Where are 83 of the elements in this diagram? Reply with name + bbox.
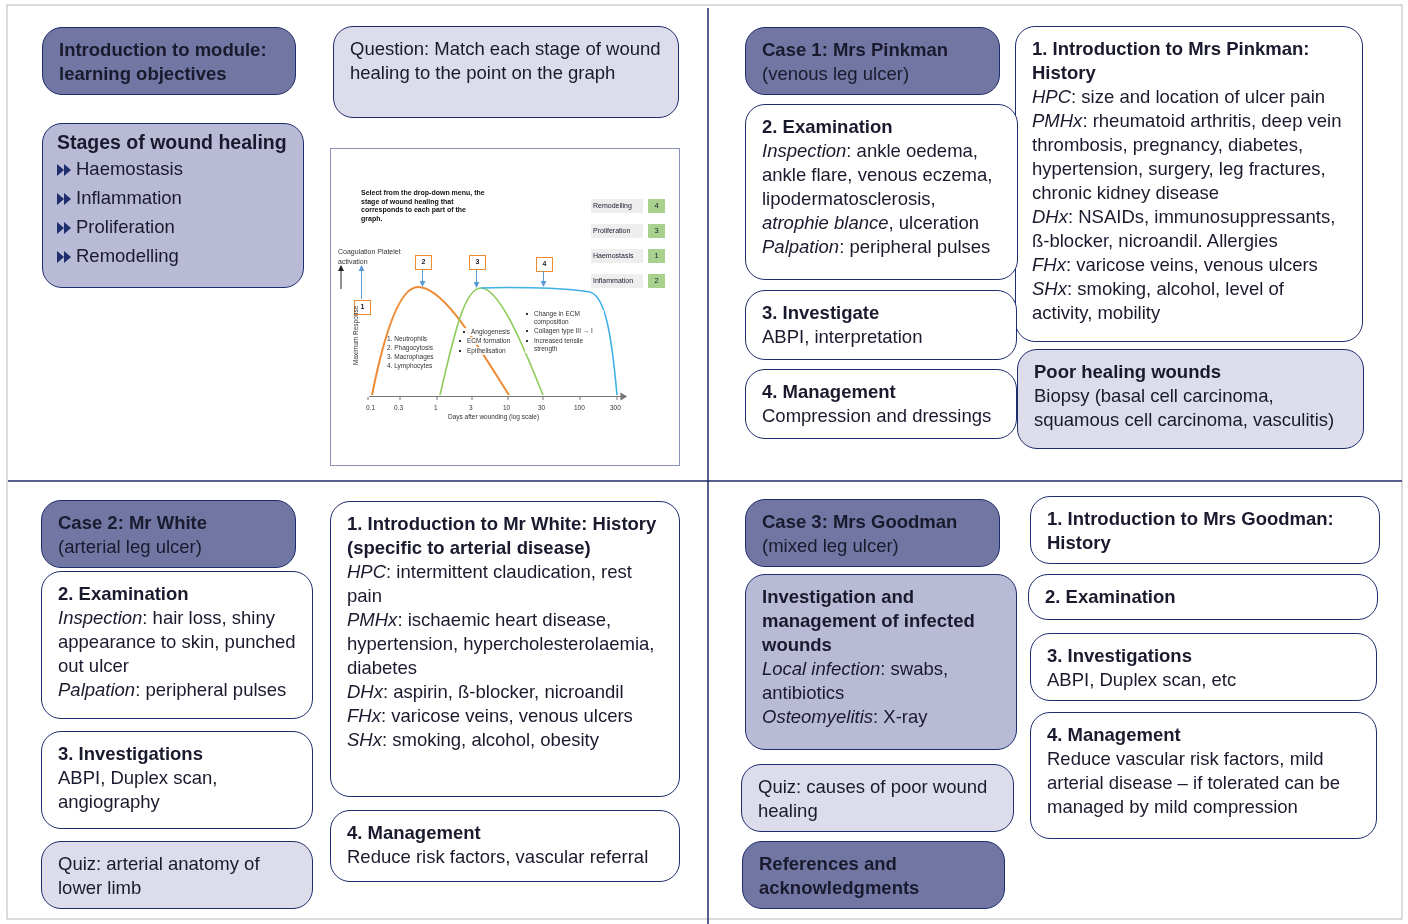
- info-card: [1030, 496, 1380, 564]
- card-text: Palpation: peripheral pulses: [58, 678, 288, 702]
- info-card: [41, 731, 313, 829]
- card-heading: 3. Investigate: [762, 301, 881, 325]
- info-card: [745, 290, 1017, 360]
- info-card: [1030, 633, 1377, 701]
- card-text: Osteomyelitis: X-ray: [762, 705, 929, 729]
- card-heading: 1. Introduction to Mr White: History (specific to arterial disease): [347, 512, 658, 560]
- list-item: Inflammation: [57, 183, 289, 212]
- card-heading: 4. Management: [1047, 723, 1182, 747]
- card-heading: Case 1: Mrs Pinkman: [762, 38, 950, 62]
- card-text: Reduce vascular risk factors, mild arterial disease – if tolerated can be managed by mild compression: [1047, 747, 1342, 819]
- card-text: (venous leg ulcer): [762, 62, 911, 86]
- card-text: DHx: aspirin, ß-blocker, nicroandil: [347, 680, 625, 704]
- arrow: [473, 268, 480, 288]
- card-text: Quiz: arterial anatomy of lower limb: [58, 852, 261, 900]
- info-card: [742, 841, 1005, 909]
- card-text: ABPI, Duplex scan, angiography: [58, 766, 219, 814]
- card-heading: 3. Investigations: [1047, 644, 1193, 668]
- card-heading: Stages of wound healing: [57, 130, 288, 154]
- card-text: Reduce risk factors, vascular referral: [347, 845, 650, 869]
- arrow: [338, 265, 344, 290]
- card-heading: Investigation and management of infected wounds: [762, 585, 976, 657]
- card-text: Inspection: hair loss, shiny appearance to skin, punched out ulcer: [58, 606, 297, 678]
- info-card: [745, 369, 1017, 439]
- card-text: Compression and dressings: [762, 404, 993, 428]
- card-heading: 3. Investigations: [58, 742, 204, 766]
- response-curve: [371, 286, 510, 396]
- card-text: HPC: intermittent claudication, rest pain: [347, 560, 633, 608]
- card-heading: References and acknowledgments: [759, 852, 921, 900]
- card-text: SHx: smoking, alcohol, obesity: [347, 728, 600, 752]
- info-card: [42, 27, 296, 95]
- info-card: [745, 499, 1000, 567]
- card-text: (mixed leg ulcer): [762, 534, 900, 558]
- arrow: [540, 270, 547, 287]
- card-text: DHx: NSAIDs, immunosuppressants, ß-blocker, nicroandil. Allergies: [1032, 205, 1337, 253]
- card-text: Palpation: peripheral pulses: [762, 235, 992, 259]
- arrow: [419, 268, 426, 287]
- card-text: FHx: varicose veins, venous ulcers: [347, 704, 634, 728]
- card-text: FHx: varicose veins, venous ulcers: [1032, 253, 1319, 277]
- card-text: Local infection: swabs, antibiotics: [762, 657, 950, 705]
- info-card: [745, 574, 1017, 750]
- card-heading: Case 2: Mr White: [58, 511, 209, 535]
- info-card: [330, 501, 680, 797]
- card-heading: 1. Introduction to Mrs Pinkman: History: [1032, 37, 1311, 85]
- info-card: [41, 841, 313, 909]
- info-card: [1030, 712, 1377, 839]
- card-text: Inspection: ankle oedema, ankle flare, venous eczema, lipodermatosclerosis, atrophie blance, ulceration: [762, 139, 994, 235]
- info-card: [41, 500, 296, 568]
- card-heading: Poor healing wounds: [1034, 360, 1223, 384]
- card-text: HPC: size and location of ulcer pain: [1032, 85, 1327, 109]
- card-heading: 2. Examination: [762, 115, 894, 139]
- info-card: [745, 27, 1000, 95]
- card-heading: 4. Management: [347, 821, 482, 845]
- graph-panel: [330, 148, 680, 466]
- card-heading: Introduction to module: learning objectives: [59, 38, 268, 86]
- card-heading: 4. Management: [762, 380, 897, 404]
- info-card: [330, 810, 680, 882]
- info-card: [333, 26, 679, 118]
- list-item: Proliferation: [57, 212, 289, 241]
- list-item: Remodelling: [57, 241, 289, 270]
- info-card: [41, 571, 313, 719]
- card-heading: Case 3: Mrs Goodman: [762, 510, 959, 534]
- card-text: ABPI, Duplex scan, etc: [1047, 668, 1238, 692]
- list-item: Haemostasis: [57, 154, 289, 183]
- card-text: Question: Match each stage of wound healing to the point on the graph: [350, 37, 662, 85]
- info-card: [741, 764, 1014, 832]
- card-heading: 2. Examination: [58, 582, 190, 606]
- card-text: SHx: smoking, alcohol, level of activity, mobility: [1032, 277, 1285, 325]
- card-text: (arterial leg ulcer): [58, 535, 203, 559]
- card-text: PMHx: ischaemic heart disease, hypertension, hypercholesterolaemia, diabetes: [347, 608, 656, 680]
- info-card: [1028, 574, 1378, 620]
- info-card: [1017, 349, 1364, 449]
- card-heading: 1. Introduction to Mrs Goodman: History: [1047, 507, 1335, 555]
- card-text: ABPI, interpretation: [762, 325, 924, 349]
- card-text: PMHx: rheumatoid arthritis, deep vein thrombosis, pregnancy, diabetes, hypertension, surgery, leg fractures, chronic kidney disease: [1032, 109, 1343, 205]
- info-card: [1015, 26, 1363, 342]
- info-card: [42, 123, 304, 288]
- card-text: Biopsy (basal cell carcinoma, squamous cell carcinoma, vasculitis): [1034, 384, 1336, 432]
- card-heading: 2. Examination: [1045, 585, 1177, 609]
- info-card: [745, 104, 1018, 280]
- arrow: [358, 265, 365, 300]
- card-text: Quiz: causes of poor wound healing: [758, 775, 989, 823]
